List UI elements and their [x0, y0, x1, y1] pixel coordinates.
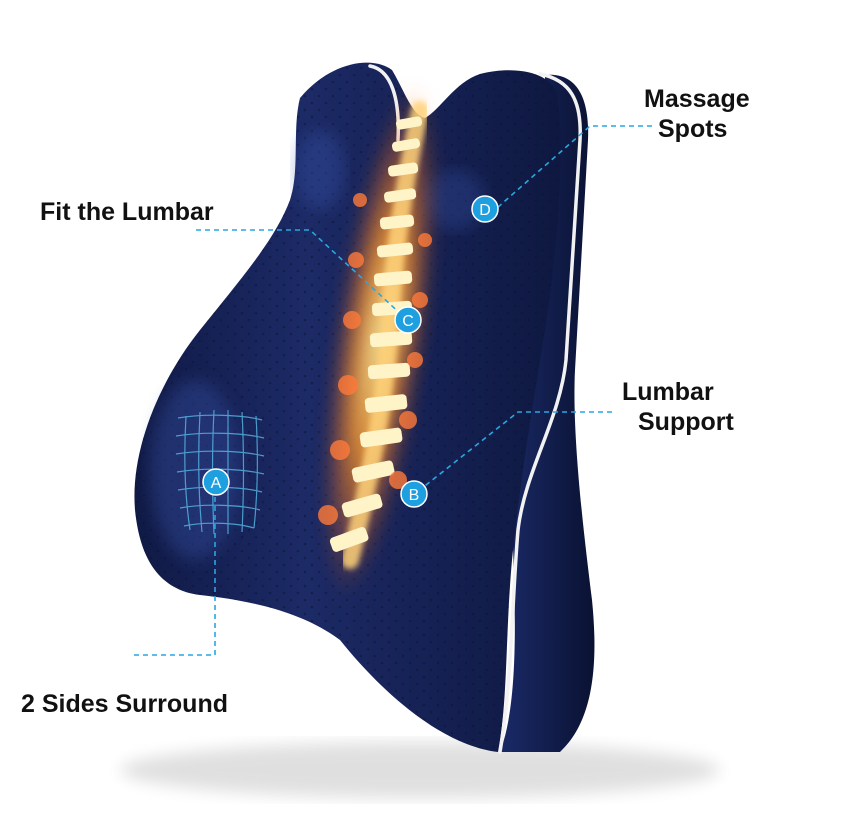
floor-shadow [120, 742, 720, 798]
spine-vertebrae [329, 116, 423, 552]
callout-leader-lines [134, 125, 652, 656]
callout-massage-line2: Spots [658, 115, 728, 143]
callout-massage-spots: Massage Spots [644, 84, 750, 144]
cushion-side-panel [500, 74, 595, 752]
marker-a-label: A [211, 475, 222, 492]
callout-two-sides-surround: 2 Sides Surround [21, 690, 228, 718]
callout-fit-lumbar: Fit the Lumbar [40, 198, 214, 226]
upper-left-highlight [295, 130, 345, 210]
spine-processes [318, 193, 432, 525]
marker-d-label: D [479, 202, 491, 219]
marker-d: D [471, 195, 499, 223]
callout-lumbar-support: Lumbar Support [622, 377, 734, 437]
massage-spot-highlight [425, 170, 485, 230]
marker-c-label: C [402, 313, 414, 330]
leader-line-sides [134, 483, 216, 656]
leader-line-lumbar-support [415, 411, 612, 494]
callout-massage-line1: Massage [644, 85, 750, 113]
callout-lumbar-line1: Lumbar [622, 378, 714, 406]
leader-line-massage [496, 125, 652, 209]
spine-illustration [341, 101, 429, 569]
leader-line-fit-lumbar [196, 229, 406, 319]
callout-lumbar-line2: Support [638, 408, 734, 436]
piping-right-edge [498, 72, 582, 754]
marker-c: C [394, 306, 422, 334]
marker-b: B [400, 480, 428, 508]
marker-a: A [202, 468, 230, 496]
marker-b-label: B [409, 487, 420, 504]
